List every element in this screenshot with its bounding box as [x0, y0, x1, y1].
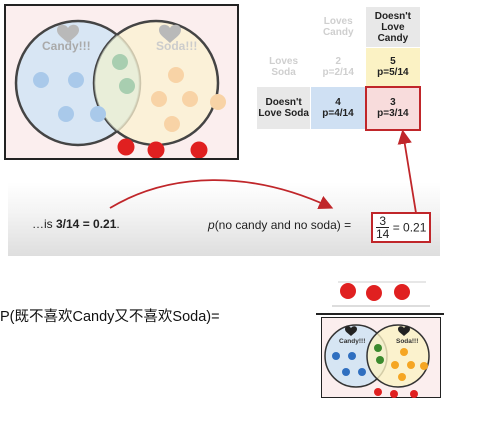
- table-cell: 5 p=5/14: [365, 47, 421, 87]
- banner-left-text: …is 3/14 = 0.21.: [32, 217, 120, 231]
- cell-probability: p=5/14: [377, 66, 409, 78]
- result-value: = 0.21: [389, 220, 427, 235]
- fraction: 3 14: [376, 215, 390, 241]
- row-header-loves-soda: Loves Soda: [255, 47, 312, 87]
- overlap-region: [94, 35, 140, 131]
- soda-dot: [391, 361, 399, 369]
- cell-count: 3: [390, 97, 396, 108]
- table-cell-highlighted: 3 p=3/14: [364, 85, 422, 131]
- both-dot: [374, 344, 382, 352]
- up-arrow: [397, 129, 417, 214]
- neither-dot: [117, 138, 135, 156]
- probability-table: Loves Candy Doesn't Love Candy Loves Sod…: [255, 6, 422, 131]
- soda-dot: [420, 362, 428, 370]
- soda-dot: [151, 91, 167, 107]
- both-dot: [376, 356, 384, 364]
- neither-dot: [340, 283, 356, 299]
- heart-icon: [57, 24, 79, 43]
- cell-count: 5: [390, 55, 396, 67]
- soda-dot: [398, 373, 406, 381]
- cell-count: 2: [335, 56, 342, 67]
- neither-dot: [374, 388, 382, 396]
- venn-diagram-panel: Candy!!! Soda!!!: [4, 4, 239, 160]
- candy-dot: [342, 368, 350, 376]
- small-neither-dots: [374, 388, 418, 398]
- result-banner: [8, 182, 440, 256]
- candy-dot: [332, 352, 340, 360]
- table-corner: [255, 6, 312, 48]
- banner-suffix: .: [116, 217, 120, 231]
- soda-label: Soda!!!: [396, 338, 418, 345]
- neither-dot: [410, 390, 418, 398]
- table-cell: 4 p=4/14: [310, 86, 367, 130]
- fraction-result-box: 3 14 = 0.21: [371, 212, 432, 243]
- small-venn-panel: Candy!!! Soda!!!: [321, 317, 441, 398]
- probability-expression: p(no candy and no soda) =: [208, 218, 351, 232]
- cell-probability: p=3/14: [377, 108, 409, 119]
- heart-icon: [159, 24, 181, 43]
- soda-dot: [210, 94, 226, 110]
- candy-dot: [68, 72, 84, 88]
- venn-diagram: Candy!!! Soda!!!: [14, 19, 226, 158]
- cell-count: 4: [335, 97, 341, 108]
- curved-arrow: [109, 179, 334, 210]
- p-symbol: p: [208, 218, 215, 232]
- neither-dot: [366, 285, 382, 301]
- table-row: Doesn't Love Soda 4 p=4/14 3 p=3/14: [255, 85, 422, 131]
- cell-probability: p=2/14: [322, 67, 354, 78]
- neither-dot: [147, 141, 165, 158]
- candy-dot: [90, 106, 106, 122]
- soda-circle: [366, 324, 430, 388]
- soda-label: Soda!!!: [156, 39, 197, 53]
- soda-dot: [182, 91, 198, 107]
- candy-dot: [33, 72, 49, 88]
- neither-dot: [394, 284, 410, 300]
- candy-dot: [348, 352, 356, 360]
- heart-icon: [398, 326, 410, 336]
- banner-value: 3/14 = 0.21: [56, 217, 117, 231]
- arrows-overlay: [109, 129, 417, 214]
- cell-probability: p=4/14: [322, 108, 354, 119]
- banner-prefix: …is: [32, 217, 56, 231]
- formula-text: P(既不喜欢Candy又不喜欢Soda)=: [0, 309, 220, 325]
- small-venn-diagram: Candy!!! Soda!!!: [324, 324, 430, 388]
- fraction-bar: [316, 313, 444, 315]
- candy-dot: [58, 106, 74, 122]
- soda-dot: [168, 67, 184, 83]
- p-expression: (no candy and no soda) =: [214, 218, 352, 232]
- fraction-numerator: 3: [376, 215, 390, 228]
- neither-dots-group: [332, 281, 430, 307]
- row-header-not-love-soda: Doesn't Love Soda: [255, 86, 312, 130]
- fraction-denominator: 14: [376, 227, 390, 241]
- table-row: Loves Soda 2 p=2/14 5 p=5/14: [255, 47, 421, 87]
- soda-dot: [164, 116, 180, 132]
- candy-label: Candy!!!: [42, 39, 91, 53]
- heart-icon: [345, 326, 357, 336]
- candy-dot: [358, 368, 366, 376]
- table-row: Loves Candy Doesn't Love Candy: [255, 6, 421, 48]
- both-dot: [112, 54, 128, 70]
- neither-dot: [190, 141, 208, 158]
- col-header-not-love-candy: Doesn't Love Candy: [365, 6, 421, 48]
- soda-dot: [400, 348, 408, 356]
- both-dot: [119, 78, 135, 94]
- soda-dot: [407, 361, 415, 369]
- neither-dot: [390, 390, 398, 398]
- candy-label: Candy!!!: [339, 338, 365, 345]
